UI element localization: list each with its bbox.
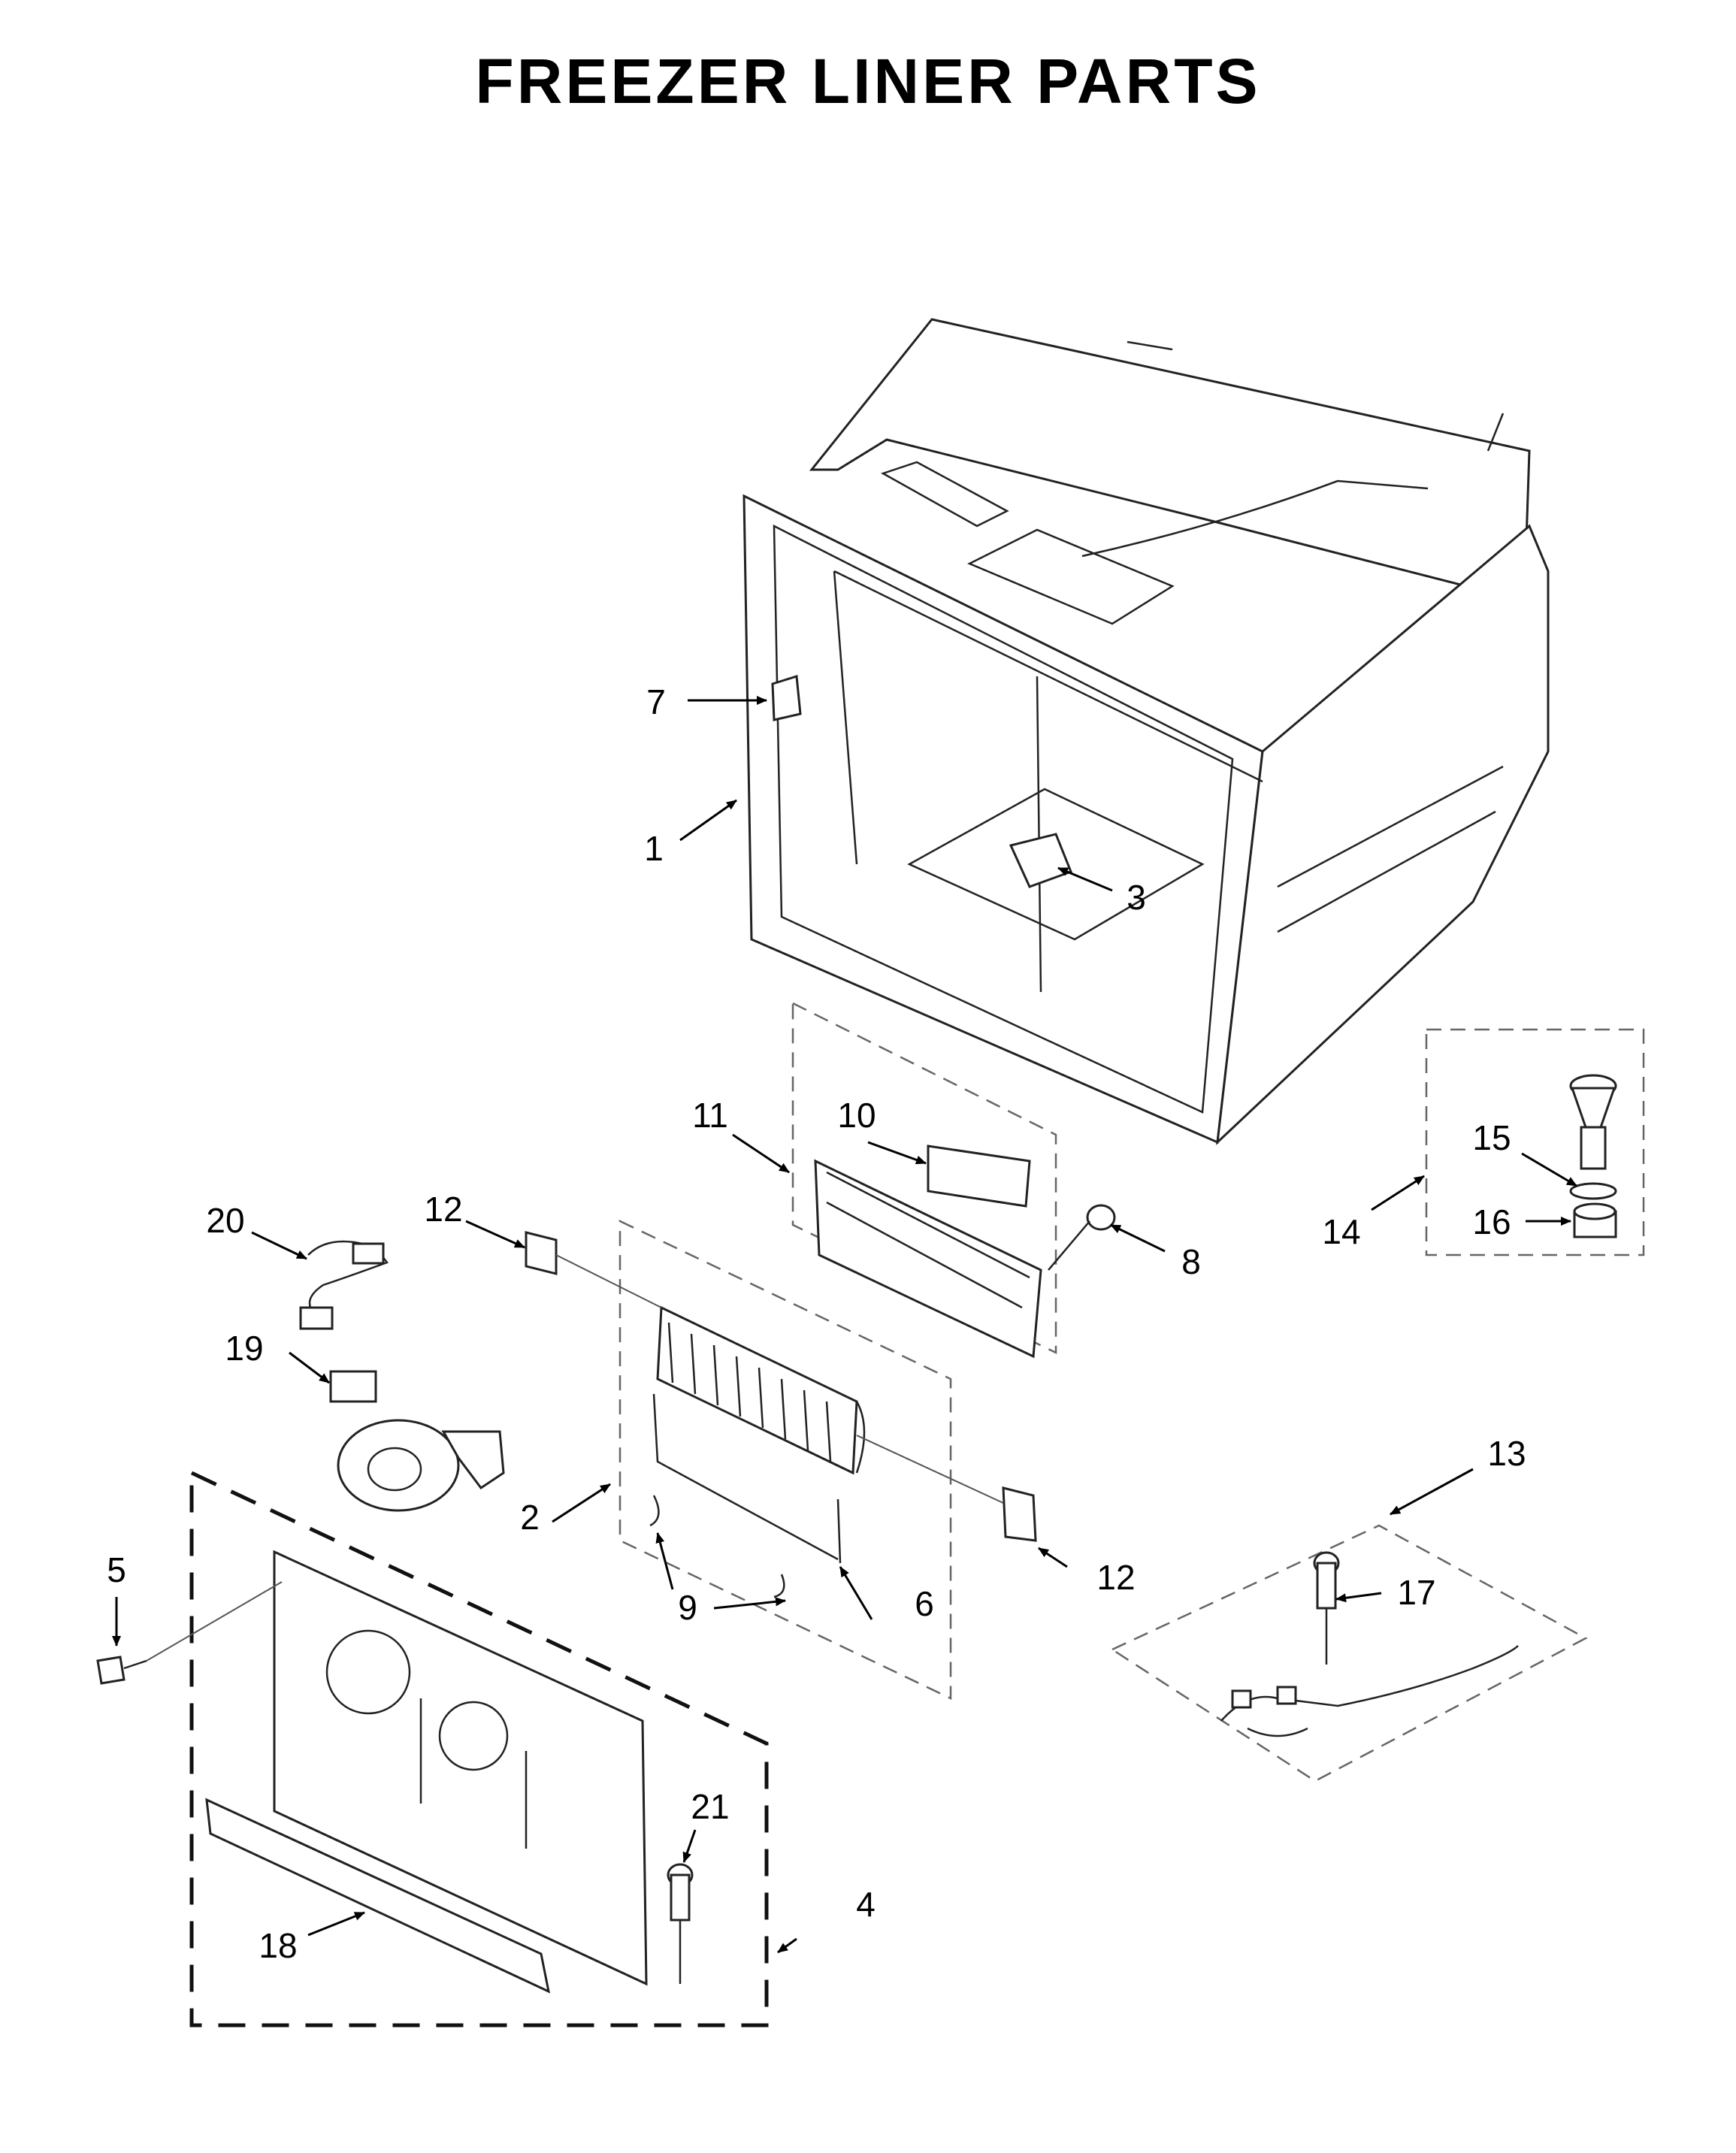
callout-8: 8	[1181, 1242, 1201, 1281]
callout-7: 7	[646, 682, 666, 721]
callout-4: 4	[856, 1885, 876, 1924]
callout-5: 5	[107, 1550, 126, 1589]
thermistor	[1313, 1551, 1340, 1665]
cover-trim-strip	[205, 1798, 551, 1994]
fan-wire-harness	[299, 1240, 389, 1330]
end-cap-leader-left	[555, 1254, 662, 1308]
thermistor-cover	[667, 1863, 694, 1984]
evaporator-cover	[273, 1550, 648, 1986]
callout-3: 3	[1127, 878, 1146, 917]
callout-19: 19	[225, 1329, 263, 1368]
evaporator	[656, 1305, 866, 1475]
thermistor-harness	[1220, 1645, 1519, 1737]
callout-6: 6	[915, 1584, 934, 1623]
callout-13: 13	[1487, 1434, 1526, 1473]
heater-clip	[649, 1495, 785, 1598]
callout-numbers: 1 2 3 4 5 6 7 8 9 10 11 12 12 13 14 15 1…	[107, 682, 1526, 1965]
drain-trough-group-outline	[791, 1001, 1057, 1354]
callout-10: 10	[837, 1096, 876, 1135]
callout-12-left: 12	[424, 1190, 462, 1229]
spacer	[1573, 1202, 1617, 1238]
leader-arrows	[112, 696, 1577, 1954]
callout-17: 17	[1397, 1573, 1435, 1612]
callout-9: 9	[678, 1588, 697, 1627]
evaporator-fan-motor	[329, 1370, 505, 1512]
callout-1: 1	[644, 829, 664, 868]
callout-14: 14	[1322, 1212, 1360, 1251]
o-ring	[1569, 1182, 1617, 1200]
callout-11: 11	[692, 1096, 728, 1135]
callout-2: 2	[520, 1498, 540, 1537]
defrost-heater	[652, 1393, 842, 1564]
light-switch	[771, 675, 802, 721]
drain-kit-group-outline	[1425, 1028, 1645, 1256]
callout-21: 21	[691, 1787, 729, 1826]
drain-grommet	[1048, 1204, 1116, 1271]
drain-strainer	[1569, 1074, 1617, 1170]
callout-16: 16	[1472, 1202, 1511, 1241]
callout-20: 20	[206, 1201, 244, 1240]
callout-15: 15	[1472, 1118, 1511, 1157]
callout-12-right: 12	[1096, 1558, 1135, 1597]
evaporator-end-cap-right	[1002, 1486, 1037, 1542]
evaporator-cover-group-outline	[189, 1470, 769, 2028]
freezer-liner	[742, 318, 1550, 1145]
evaporator-group-outline	[618, 1220, 952, 1700]
screw-leader	[146, 1581, 283, 1662]
page-title: FREEZER LINER PARTS	[475, 46, 1261, 116]
drain-trough	[814, 1159, 1042, 1359]
insulation-pad	[927, 1145, 1031, 1208]
evaporator-end-cap-left	[525, 1231, 558, 1275]
thermistor-harness-group-outline	[1110, 1524, 1588, 1783]
callout-18: 18	[259, 1926, 297, 1965]
end-cap-leader-right	[856, 1435, 1004, 1504]
screw	[96, 1656, 147, 1685]
